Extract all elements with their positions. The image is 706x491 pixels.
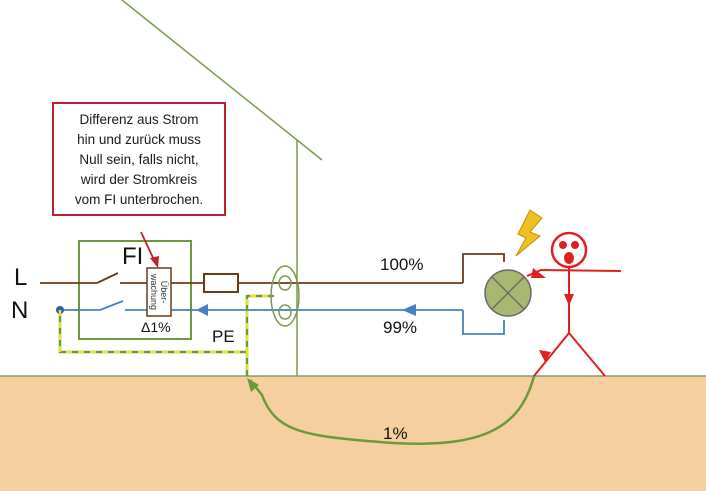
callout-pointer-head (150, 256, 159, 268)
ground-current-arrow (247, 378, 259, 392)
person-arrow-body (564, 294, 574, 306)
callout-line-5: vom FI unterbrochen. (74, 192, 204, 207)
label-ground-current: 1% (383, 424, 408, 443)
stick-figure-icon (533, 231, 622, 377)
label-neutral-current: 99% (383, 318, 418, 337)
lightning-bolt-icon (515, 209, 543, 257)
person-arrow-foot (539, 350, 551, 362)
callout-box: Differenz aus Strom hin und zurück muss … (52, 102, 226, 216)
label-l: L (14, 264, 28, 291)
label-phase-current: 100% (380, 255, 424, 274)
label-pe: PE (212, 327, 235, 346)
ground-area (0, 376, 706, 491)
house-outline (121, 0, 323, 376)
monitor-label-text: Über- wachung (149, 273, 169, 311)
callout-pointer (140, 231, 156, 263)
fuse-icon (203, 273, 239, 293)
callout-line-2: hin und zurück muss (77, 132, 201, 147)
callout-line-1: Differenz aus Strom (79, 112, 199, 127)
fi-box (78, 240, 192, 340)
neutral-arrow-right (402, 304, 416, 316)
monitor-label: Über- wachung (145, 267, 173, 317)
label-n: N (11, 297, 29, 324)
lamp-cross-icon (484, 269, 532, 317)
callout-line-4: wird der Stromkreis (80, 172, 198, 187)
neutral-arrow-left (196, 304, 208, 316)
phase-line (40, 253, 505, 284)
label-fi: FI (122, 243, 144, 270)
label-delta: Δ1% (141, 319, 171, 335)
ground-current-path (249, 375, 536, 445)
monitor-box (146, 267, 172, 317)
lamp-to-hand-line (526, 269, 542, 277)
callout-line-3: Null sein, falls nicht, (79, 152, 199, 167)
socket-icon (270, 265, 300, 327)
pe-line (58, 294, 274, 376)
person-arrow-hand (531, 268, 546, 278)
